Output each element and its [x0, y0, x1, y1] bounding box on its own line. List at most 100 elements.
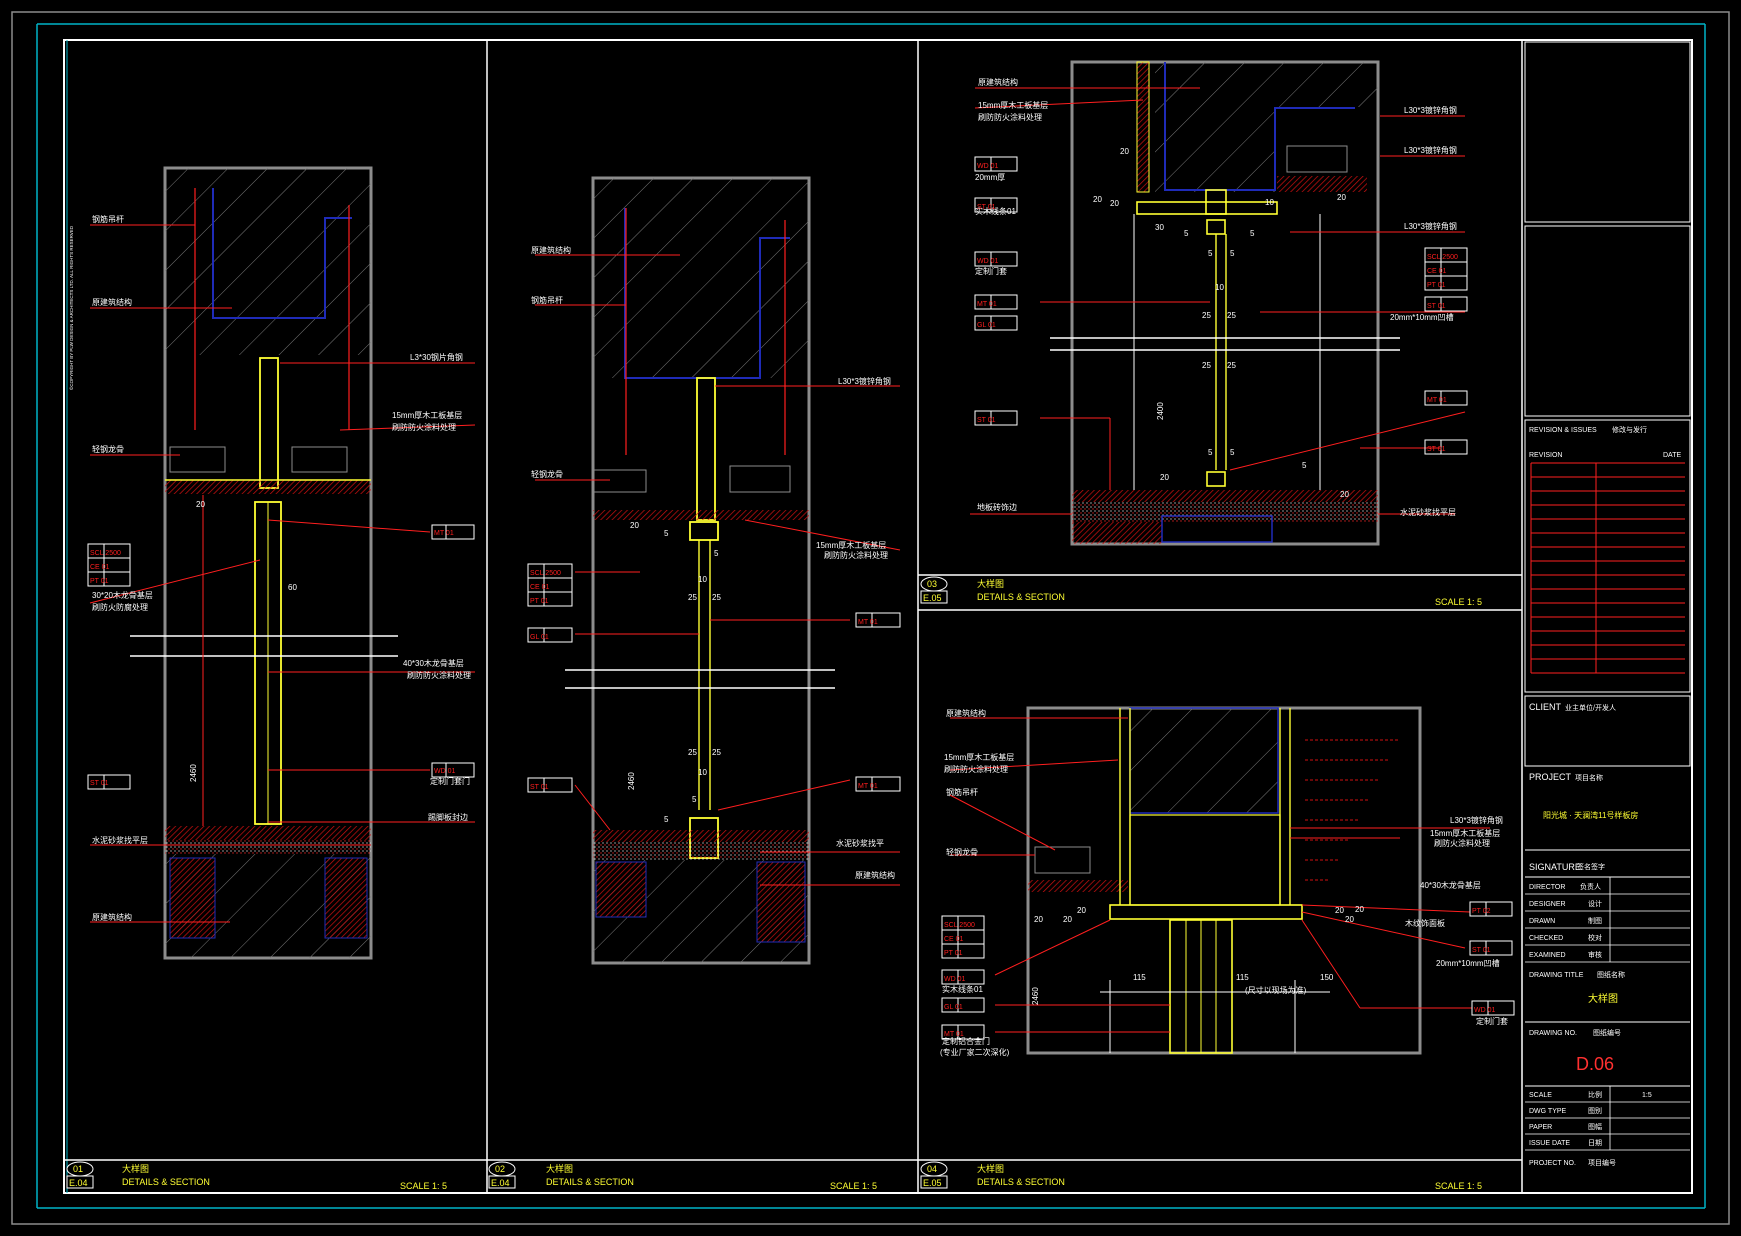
- panel-01-tag: CE 01: [90, 564, 110, 571]
- role-drawn: DRAWN: [1529, 918, 1555, 925]
- panel-04-tag: SCL 2500: [944, 922, 975, 929]
- panel-04-tag: PT 02: [1472, 908, 1491, 915]
- panel-01-ref: E.04: [69, 1178, 88, 1188]
- panel-02-ref: E.04: [491, 1178, 510, 1188]
- panel-04-detail: 原建筑结构 15mm厚木工板基层 刷防防火涂料处理 钢筋吊杆 轻钢龙骨 L30*…: [940, 706, 1515, 1057]
- panel-04-label: 15mm厚木工板基层: [944, 752, 1014, 762]
- panel-01-label: 水泥砂浆找平层: [92, 835, 148, 845]
- panel-title-strips: 01 E.04 大样图 DETAILS & SECTION SCALE 1: 5…: [64, 574, 1522, 1191]
- panel-04-label: 原建筑结构: [946, 708, 986, 718]
- drawing-no-cn: 图纸编号: [1593, 1028, 1621, 1037]
- panel-01-concrete: [212, 188, 352, 319]
- panel-02-label: 原建筑结构: [855, 870, 895, 880]
- panel-03-tag: ST 01: [1427, 303, 1446, 310]
- panel-01-tag: PT 01: [90, 578, 109, 585]
- panel-03-dim: 5: [1230, 448, 1235, 457]
- panel-03-dim: 20: [1120, 147, 1129, 156]
- role-director: DIRECTOR: [1529, 884, 1565, 891]
- panel-03-tag: WD 01: [977, 258, 999, 265]
- panel-03-tag: ST 01: [977, 417, 996, 424]
- panel-03-dim: 5: [1302, 461, 1307, 470]
- panel-01-tag: WD 01: [434, 768, 456, 775]
- role-designer-cn: 设计: [1588, 899, 1602, 908]
- panel-02-label: 刷防防火涂料处理: [824, 550, 888, 560]
- role-drawn-cn: 制图: [1588, 916, 1602, 925]
- panel-04-label: 钢筋吊杆: [946, 787, 978, 797]
- panel-04-label: 定制门套: [1476, 1016, 1508, 1026]
- panel-03-dim: 25: [1227, 311, 1236, 320]
- panel-03-tag: ST 01: [1427, 446, 1446, 453]
- panel-03-dim: 5: [1208, 448, 1213, 457]
- panel-04-label: 实木线条01: [942, 984, 983, 994]
- panel-03-tag: ST 01: [977, 204, 996, 211]
- panel-02-number: 02: [495, 1164, 505, 1174]
- panel-02-title-cn: 大样图: [546, 1163, 573, 1174]
- panel-04-dim: 150: [1320, 973, 1334, 982]
- panel-03-label: L30*3镀锌角钢: [1404, 145, 1457, 155]
- meta-issue-date: ISSUE DATE: [1529, 1140, 1570, 1147]
- panel-01-label: 30*20木龙骨基层: [92, 590, 153, 600]
- meta-issue-date-cn: 日期: [1588, 1139, 1602, 1147]
- panel-01-label: 40*30木龙骨基层: [403, 658, 464, 668]
- role-director-cn: 负责人: [1580, 882, 1601, 891]
- role-designer: DESIGNER: [1529, 901, 1566, 908]
- panel-02-label: 原建筑结构: [531, 245, 571, 255]
- panel-02-dim: 5: [664, 815, 669, 824]
- panel-01-label: 踢脚板封边: [428, 812, 468, 822]
- panel-03-dim: 25: [1202, 311, 1211, 320]
- panel-04-label: 刷防火涂料处理: [1434, 838, 1490, 848]
- drawing-title-label: DRAWING TITLE: [1529, 972, 1584, 979]
- panel-04-dim: 2460: [1031, 987, 1040, 1005]
- panel-01-label: 定制门套门: [430, 776, 470, 786]
- panel-01-slab: [165, 168, 371, 355]
- panel-02-tag: MT 01: [858, 619, 878, 626]
- panel-03-dim: 20: [1337, 193, 1346, 202]
- client-label: CLIENT: [1529, 702, 1562, 712]
- panel-02-dim: 25: [712, 748, 721, 757]
- panel-04-dim: 20: [1355, 905, 1364, 914]
- meta-dwg-type: DWG TYPE: [1529, 1108, 1567, 1115]
- title-block: REVISION & ISSUES 修改与发行 REVISION DATE CL…: [1524, 41, 1691, 1167]
- panel-03-label: L30*3镀锌角钢: [1404, 221, 1457, 231]
- panel-02-dim: 20: [630, 521, 639, 530]
- panel-03-dim: 2400: [1156, 402, 1165, 420]
- client-value: 业主单位/开发人: [1565, 703, 1616, 712]
- outer-frame: [11, 11, 1730, 1225]
- panel-03-label: 刷防防火涂料处理: [978, 112, 1042, 122]
- panel-01-label: 轻钢龙骨: [92, 444, 124, 454]
- panel-04-number: 04: [927, 1164, 937, 1174]
- panel-03-dim: 10: [1265, 198, 1274, 207]
- panel-01-title-cn: 大样图: [122, 1163, 149, 1174]
- panel-02-label: L30*3镀锌角钢: [838, 376, 891, 386]
- panel-03-ref: E.05: [923, 593, 942, 603]
- panel-03-dim: 20: [1093, 195, 1102, 204]
- panel-02-tag: MT 01: [858, 783, 878, 790]
- panel-03-tag: SCL 2500: [1427, 254, 1458, 261]
- panel-02-label: 轻钢龙骨: [531, 469, 563, 479]
- panel-04-tag: PT 01: [944, 950, 963, 957]
- panel-03-tag: CE 01: [1427, 268, 1447, 275]
- panel-03-label: L30*3镀锌角钢: [1404, 105, 1457, 115]
- panel-02-dim: 5: [692, 795, 697, 804]
- panel-01-label: 15mm厚木工板基层: [392, 410, 462, 420]
- panel-04-label: 15mm厚木工板基层: [1430, 828, 1500, 838]
- panel-04-label: (专业厂家二次深化): [940, 1047, 1010, 1057]
- panel-03-title-en: DETAILS & SECTION: [977, 592, 1065, 602]
- panel-04-tag: WD 01: [944, 976, 966, 983]
- drawing-title-cn: 图纸名称: [1597, 970, 1625, 979]
- panel-02-detail: 原建筑结构 钢筋吊杆 L30*3镀锌角钢 轻钢龙骨 15mm厚木工板基层 刷防防…: [527, 176, 901, 965]
- panel-01-detail: 钢筋吊杆 原建筑结构 L3*30钢片角钢 15mm厚木工板基层 刷防防火涂料处理…: [87, 166, 476, 960]
- panel-02-dim: 5: [714, 549, 719, 558]
- panel-02-tag: CE 01: [530, 584, 550, 591]
- panel-04-dim: 20: [1335, 906, 1344, 915]
- panel-02-tag: ST 01: [530, 784, 549, 791]
- panel-03-detail: 原建筑结构 15mm厚木工板基层 刷防防火涂料处理 L30*3镀锌角钢 L30*…: [970, 60, 1468, 546]
- panel-02-label: 钢筋吊杆: [531, 295, 563, 305]
- meta-dwg-type-cn: 图别: [1588, 1106, 1602, 1115]
- panel-02-dim: 2460: [627, 772, 636, 790]
- panel-04-label: L30*3镀锌角钢: [1450, 815, 1503, 825]
- panel-04-scale: SCALE 1: 5: [1435, 1181, 1482, 1191]
- panel-02-tag: SCL 2500: [530, 570, 561, 577]
- panel-03-label: 水泥砂浆找平层: [1400, 507, 1456, 517]
- panel-04-ref: E.05: [923, 1178, 942, 1188]
